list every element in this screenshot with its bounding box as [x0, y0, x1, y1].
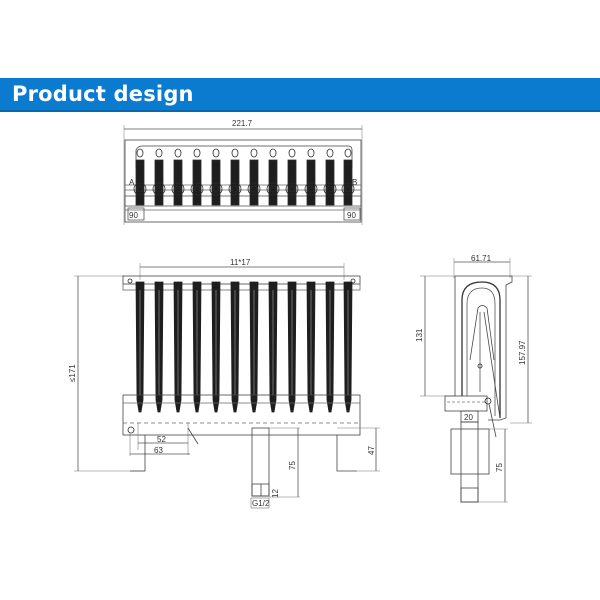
- foot-height-dim: 47: [367, 446, 376, 455]
- stem-length-dim: 75: [495, 463, 504, 472]
- corner-label-a: A: [129, 178, 135, 187]
- top-view-tubes: [133, 148, 355, 206]
- side-view: 61.71 131 157.97 20: [415, 254, 532, 503]
- corner-dim-left: 90: [129, 211, 138, 220]
- section-banner: Product design: [0, 78, 600, 112]
- total-height-dim: 157.97: [518, 340, 527, 365]
- inner-height-dim: 131: [415, 328, 424, 342]
- thread-length-dim: 12: [271, 489, 280, 498]
- top-width-dim: 221.7: [232, 119, 253, 128]
- side-width-dim: 61.71: [471, 254, 492, 263]
- height-dim: ≤171: [68, 364, 77, 382]
- pitch-dim: 11*17: [230, 258, 251, 267]
- bracket-outer-dim: 63: [154, 446, 163, 455]
- corner-label-b: B: [352, 178, 357, 187]
- section-title: Product design: [12, 82, 194, 106]
- front-view-tubes: [135, 281, 353, 413]
- bracket-inner-dim: 52: [157, 435, 166, 444]
- corner-dim-right: 90: [347, 211, 356, 220]
- top-view: 221.7 90 90 A B: [123, 119, 363, 225]
- nozzle-width-dim: 20: [464, 413, 473, 422]
- inlet-length-dim: 75: [288, 461, 297, 470]
- thread-size-dim: G1/2: [252, 499, 270, 508]
- front-view: 11*17 ≤171: [68, 258, 380, 509]
